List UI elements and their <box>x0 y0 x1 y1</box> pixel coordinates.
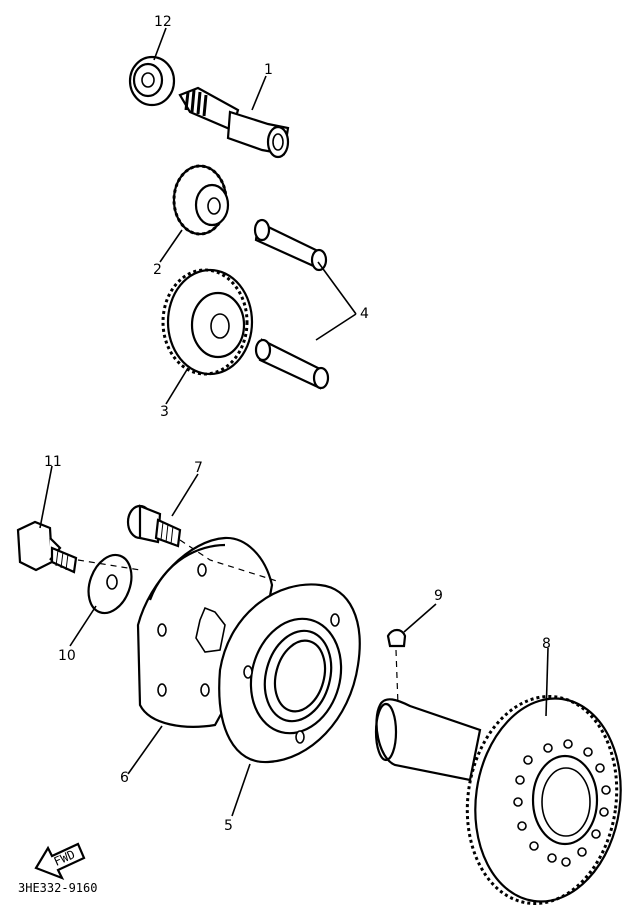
part-2-gear <box>172 164 230 236</box>
callout-4: 4 <box>360 306 369 322</box>
callout-7: 7 <box>194 460 203 476</box>
callout-11: 11 <box>44 454 62 470</box>
callout-2: 2 <box>153 262 162 278</box>
callout-6: 6 <box>120 770 129 786</box>
part-3-gear <box>161 268 254 376</box>
forward-arrow-icon: FWD <box>34 842 86 881</box>
callout-8: 8 <box>542 636 551 652</box>
sleeve <box>374 698 482 782</box>
callout-1: 1 <box>264 62 273 78</box>
part-12-bearing <box>128 55 176 107</box>
part-10-washer <box>87 553 133 615</box>
callout-9: 9 <box>434 588 443 604</box>
callout-10: 10 <box>58 648 76 664</box>
callout-3: 3 <box>160 404 169 420</box>
leader-lines <box>39 27 549 817</box>
callout-labels: 12 1 2 4 3 11 7 9 8 10 6 5 <box>44 14 551 834</box>
assembly-lines <box>77 539 399 706</box>
part-1-shaft <box>178 86 290 159</box>
part-9-key <box>386 628 407 648</box>
part-5-clutch-housing <box>218 583 361 764</box>
part-11-bolt <box>16 520 78 574</box>
part-7-bolt <box>126 504 182 548</box>
part-4-pins <box>253 218 330 390</box>
gear-holes <box>513 739 611 867</box>
callout-5: 5 <box>224 818 233 834</box>
callout-12: 12 <box>154 14 172 30</box>
figure-code: 3HE332-9160 <box>18 881 97 895</box>
part-8-large-gear <box>465 694 622 906</box>
